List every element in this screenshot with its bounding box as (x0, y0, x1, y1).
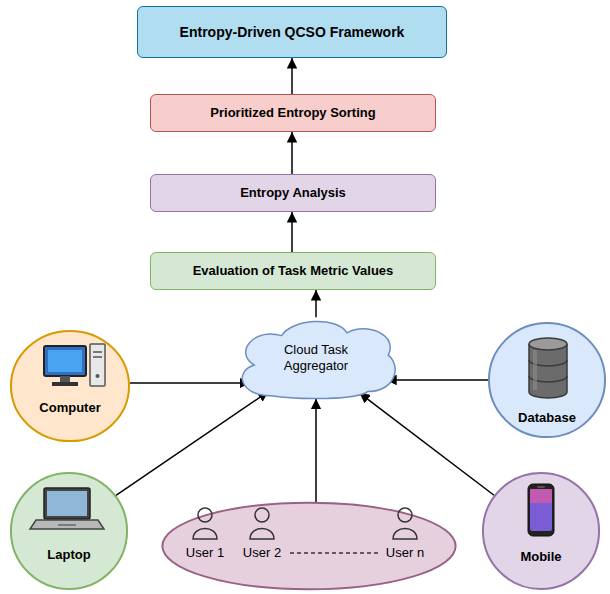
computer-icon (44, 344, 105, 386)
node-label: Database (518, 410, 576, 426)
arrow-connector (130, 382, 250, 384)
user-label: User 1 (186, 545, 224, 561)
device-circle: Laptop (10, 472, 128, 590)
process-box: Entropy Analysis (150, 174, 436, 212)
laptop-icon (30, 488, 104, 529)
arrow-connector (116, 391, 268, 495)
process-box: Prioritized Entropy Sorting (150, 94, 436, 132)
device-circle: Mobile (482, 472, 600, 590)
user-label: User 2 (243, 545, 281, 561)
user-label: User n (386, 545, 424, 561)
arrow-connector (315, 290, 317, 317)
node-label: Cloud Task Aggregator (260, 342, 372, 373)
ellipse-outline (482, 472, 600, 590)
arrow-connector (291, 58, 293, 94)
cloud-shape: Cloud Task Aggregator (230, 316, 402, 400)
framework-box: Entropy-Driven QCSO Framework (137, 6, 447, 58)
node-label: Computer (39, 400, 100, 416)
mobile-icon (528, 484, 554, 536)
arrow-connector (291, 132, 293, 174)
users-ellipse: User 1 User 2 User n (160, 502, 458, 590)
ellipse-outline (10, 472, 128, 590)
node-label: Entropy Analysis (240, 185, 346, 201)
arrow-connector (315, 399, 317, 502)
node-label: Prioritized Entropy Sorting (210, 105, 375, 121)
arrow-connector (359, 393, 494, 495)
node-label: Evaluation of Task Metric Values (193, 263, 394, 279)
database-icon (529, 338, 567, 398)
device-circle: Computer (10, 330, 130, 442)
arrow-connector (291, 212, 293, 252)
arrow-connector (386, 379, 488, 381)
ellipse-outline (10, 330, 130, 442)
process-box: Evaluation of Task Metric Values (150, 252, 436, 290)
node-label: Mobile (520, 549, 561, 565)
node-label: Laptop (47, 547, 90, 563)
device-circle: Database (488, 322, 606, 438)
user-icons (193, 508, 417, 553)
node-label: Entropy-Driven QCSO Framework (180, 24, 405, 41)
